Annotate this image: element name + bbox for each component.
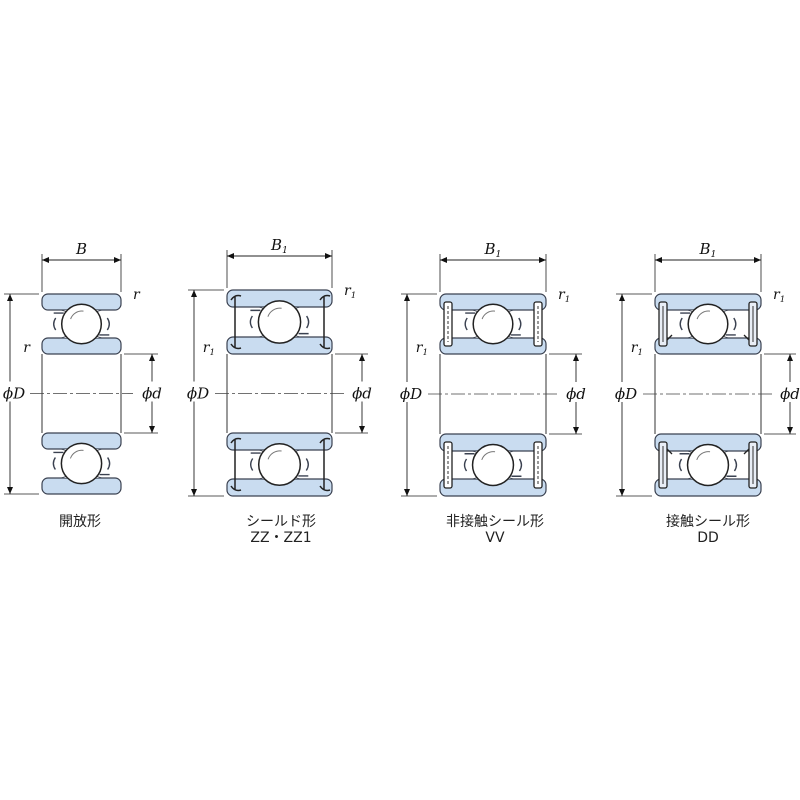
shield-cage-bottom: [250, 452, 309, 477]
non-contact-seal-seal-bottom-left: [443, 441, 453, 489]
non-contact-seal-ball-bottom: [471, 443, 515, 487]
contact-seal-seal-lip-bottom-right: [743, 448, 750, 455]
shield-od-label-bg: [183, 381, 213, 402]
contact-seal-od-label-bg: [611, 382, 641, 402]
open-bore-label: ϕd: [142, 385, 162, 403]
caption-contact-seal: 接触シール形 DD: [608, 514, 800, 546]
contact-seal-cage-bottom: [679, 453, 737, 477]
open-corner-radius-label-2: r: [23, 340, 31, 356]
panel-open: BϕD ϕd r r: [0, 240, 166, 495]
caption-vv-line2: VV: [485, 530, 505, 546]
non-contact-seal-cage-bottom: [464, 453, 522, 477]
shield-ball-bottom: [257, 442, 302, 487]
contact-seal-bore-label-bg: [778, 382, 800, 402]
contact-seal-ball-highlight-bottom: [696, 451, 711, 461]
non-contact-seal-seal-bottom-right: [533, 441, 543, 489]
open-bore-label-bg: [140, 381, 166, 402]
shield-ball-highlight-bottom: [267, 450, 282, 460]
open-od-label: ϕD: [3, 385, 25, 403]
contact-seal-seal-lip-top-right: [743, 334, 750, 341]
open-cage-top: [53, 312, 110, 336]
open-od-label-bg: [0, 381, 29, 402]
caption-shield-line2: ZZ・ZZ1: [250, 530, 312, 546]
caption-shield-line1: シールド形: [246, 514, 316, 530]
shield-ball-highlight-top: [267, 307, 282, 317]
caption-dd-line2: DD: [697, 530, 719, 546]
open-cage-clip-bottom: [52, 457, 111, 470]
non-contact-seal-corner-radius-label: r1: [558, 287, 570, 305]
shield-corner-radius-label: r1: [344, 283, 356, 301]
contact-seal-cage-top: [680, 312, 736, 336]
contact-seal-cage-clip-bottom: [678, 458, 738, 472]
non-contact-seal-cage-clip-top: [464, 317, 522, 331]
caption-dd-line1: 接触シール形: [666, 514, 750, 530]
contact-seal-od-label: ϕD: [615, 385, 637, 403]
shield-cage-top: [250, 309, 309, 335]
shield-shield-top-left: [230, 294, 242, 350]
contact-seal-ball-bottom: [686, 443, 730, 487]
open-ball-highlight-bottom: [69, 449, 84, 459]
shield-shield-bottom-left: [230, 437, 242, 492]
shield-od-label: ϕD: [187, 385, 209, 403]
open-cage-clip-top: [53, 317, 110, 331]
non-contact-seal-width-label: B1: [484, 240, 502, 260]
panel-non-contact-seal: B1 ϕD ϕd r1 r1: [396, 240, 590, 497]
shield-cage-clip-top: [249, 315, 310, 329]
contact-seal-ball-top: [687, 303, 729, 345]
shield-bore-label: ϕd: [352, 385, 372, 403]
caption-open-line1: 開放形: [59, 514, 101, 530]
caption-vv-line1: 非接触シール形: [446, 514, 544, 530]
shield-corner-radius-label-2: r1: [203, 340, 215, 358]
caption-open: 開放形: [0, 514, 180, 530]
caption-non-contact-seal: 非接触シール形 VV: [395, 514, 595, 546]
contact-seal-seal-lip-bottom-left: [666, 448, 673, 455]
shield-width-label: B1: [270, 236, 288, 256]
contact-seal-ball-highlight-top: [696, 310, 711, 320]
open-ball-top: [60, 303, 103, 345]
shield-shield-bottom-right: [319, 437, 331, 492]
shield-ball-top: [257, 300, 302, 344]
caption-shield: シールド形 ZZ・ZZ1: [181, 514, 381, 546]
contact-seal-width-label: B1: [699, 240, 717, 260]
shield-cage-clip-bottom: [250, 458, 309, 471]
non-contact-seal-corner-radius-label-2: r1: [416, 340, 428, 358]
non-contact-seal-cage-clip-bottom: [463, 458, 523, 472]
open-ball-bottom: [60, 442, 103, 485]
non-contact-seal-ball-highlight-bottom: [481, 451, 496, 461]
contact-seal-corner-radius-label: r1: [773, 287, 785, 305]
non-contact-seal-od-label: ϕD: [400, 385, 422, 403]
contact-seal-seal-lip-top-left: [666, 334, 673, 341]
contact-seal-cage-clip-top: [679, 317, 737, 331]
non-contact-seal-ball-highlight-top: [481, 310, 496, 320]
non-contact-seal-bore-label-bg: [564, 382, 590, 402]
non-contact-seal-bore-label: ϕd: [566, 385, 586, 403]
non-contact-seal-od-label-bg: [396, 382, 426, 402]
open-ball-highlight-top: [70, 310, 84, 320]
shield-shield-top-right: [319, 294, 331, 350]
contact-seal-bore-label: ϕd: [780, 385, 800, 403]
contact-seal-corner-radius-label-2: r1: [631, 340, 643, 358]
shield-bore-label-bg: [350, 381, 376, 402]
panel-shield: B1 ϕD ϕd r1 r1: [183, 236, 376, 497]
open-corner-radius-label: r: [133, 287, 141, 303]
panel-contact-seal: B1 ϕD ϕd r1 r1: [611, 240, 800, 497]
non-contact-seal-ball-top: [472, 303, 514, 345]
non-contact-seal-cage-top: [465, 312, 521, 336]
open-cage-bottom: [53, 451, 110, 476]
open-width-label: B: [75, 240, 87, 258]
